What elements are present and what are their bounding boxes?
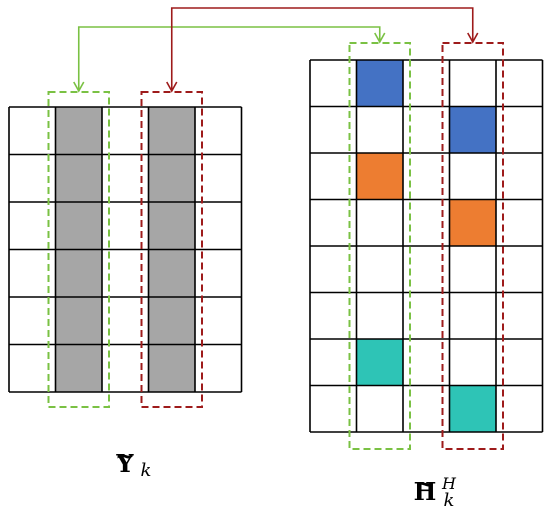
red-connector [170, 7, 474, 91]
green-arrowhead-right [374, 32, 386, 44]
left-label-subscript: k [141, 460, 152, 481]
right-label-subscript: k [444, 490, 455, 511]
right-teal-cell-4 [356, 339, 403, 386]
right-label-superscript: H [441, 474, 457, 493]
left-label-tilde: ~ [115, 441, 135, 470]
right-matrix-label: ~ H k H [414, 469, 457, 511]
right-blue-cell-0 [356, 60, 403, 107]
right-label-main: H [414, 477, 437, 506]
right-matrix-h-tilde-hermitian [309, 59, 544, 433]
right-red-dashed-box [441, 42, 504, 450]
right-orange-cell-2 [356, 153, 403, 200]
green-arrowhead-left [73, 81, 85, 93]
column-connectors [73, 7, 479, 93]
right-teal-cell-5 [449, 385, 496, 432]
green-connector [77, 26, 381, 91]
left-matrix-label: ~ Y k [115, 441, 152, 481]
right-label-tilde: ~ [415, 469, 435, 498]
left-label-main: Y [115, 449, 134, 478]
red-arrowhead-right [467, 32, 479, 44]
column-selection-boxes [47, 42, 504, 450]
red-arrowhead-left [166, 81, 178, 93]
right-green-dashed-box [348, 42, 411, 450]
right-blue-cell-1 [449, 106, 496, 153]
left-matrix-y-tilde [8, 106, 243, 393]
right-orange-cell-3 [449, 199, 496, 246]
